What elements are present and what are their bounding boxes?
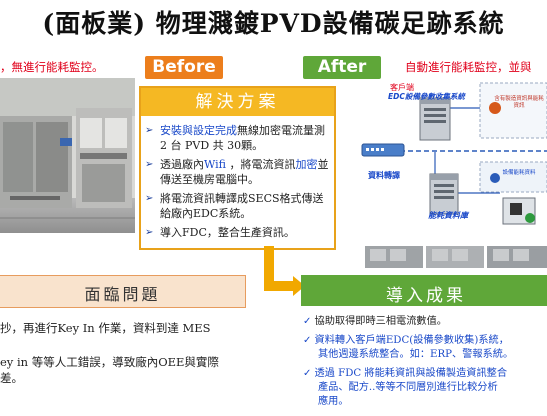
solution-heading: 解決方案 (141, 88, 334, 116)
arrow-bullet-icon: ➢ (145, 193, 154, 204)
arrow-bullet-icon: ➢ (145, 227, 154, 238)
problem-line: ey in 等等人工錯誤，導致廠內OEE與實際 (0, 355, 219, 369)
note-equipment-energy: 設備能耗資料 (502, 170, 536, 176)
result-item-text: 透過 FDC 將能耗資訊與設備製造資訊整合 (314, 368, 508, 379)
architecture-diagram (361, 82, 547, 268)
solution-text-run: 無線加密電流量測 2 台 PVD 共 30顆。 (160, 124, 325, 152)
result-item-text: 資料轉入客戶端EDC(設備參數收集)系統， (314, 335, 509, 346)
result-item-text: 協助取得即時三相電流數值。 (314, 316, 447, 327)
network-switch-icon (361, 143, 405, 157)
solution-item-text: 透過廠內Wifi ，將電流資訊加密並傳送至機房電腦中。 (141, 158, 334, 187)
solution-text-run: ，將電流資訊 (225, 158, 296, 171)
note-manufacturing-energy: 含有製造資訊與能耗資訊 (494, 96, 544, 109)
results-header-bar (301, 275, 547, 306)
equipment-photo-strip (365, 246, 547, 268)
current-sensor-icon (502, 197, 536, 225)
gear-icon (490, 173, 500, 183)
solution-item: ➢ 導入FDC，整合生產資訊。 (141, 226, 334, 241)
problems-header-bar (0, 275, 246, 308)
solution-text-run: 透過廠內 (160, 158, 204, 171)
solution-text-run: 加密 (295, 158, 318, 171)
check-icon: ✓ (303, 368, 312, 379)
database-server-icon (429, 173, 459, 215)
solution-item-text: 導入FDC，整合生產資訊。 (141, 226, 334, 241)
result-item: ✓透過 FDC 將能耗資訊與設備製造資訊整合 (303, 364, 507, 379)
result-item-continuation: 其他週邊系統整合。如：ERP、警報系統。 (318, 349, 514, 360)
solution-panel: 解決方案 ➢ 安裝與設定完成無線加密電流量測 2 台 PVD 共 30顆。 ➢ … (139, 86, 336, 250)
client-label: 客戶端 (390, 83, 414, 92)
solution-item: ➢ 安裝與設定完成無線加密電流量測 2 台 PVD 共 30顆。 (141, 124, 334, 153)
result-item-continuation: 產品、配方..等等不同層別進行比較分析 (318, 382, 498, 393)
solution-item: ➢ 將電流資訊轉譯成SECS格式傳送給廠內EDC系統。 (141, 192, 334, 221)
after-caption: 自動進行能耗監控，並與 (405, 60, 532, 74)
check-icon: ✓ (303, 335, 312, 346)
before-caption: ，無進行能耗監控。 (0, 60, 104, 74)
solution-text-run: 安裝與設定完成 (160, 124, 237, 137)
arrow-bullet-icon: ➢ (145, 159, 154, 170)
database-label: 能耗資料庫 (428, 211, 468, 220)
problem-line: 抄，再進行Key In 作業，資料到達 MES (0, 321, 211, 335)
after-label: After (303, 56, 381, 79)
slide-title: (面板業) 物理濺鍍PVD設備碳足跡系統 (42, 9, 505, 38)
problem-line: 差。 (0, 371, 23, 385)
solution-text-run: 導入FDC，整合生產資訊。 (160, 226, 295, 239)
solution-item-text: 安裝與設定完成無線加密電流量測 2 台 PVD 共 30顆。 (141, 124, 334, 153)
check-icon: ✓ (303, 316, 312, 327)
before-label: Before (145, 56, 223, 79)
result-item: ✓資料轉入客戶端EDC(設備參數收集)系統， (303, 331, 509, 346)
solution-item: ➢ 透過廠內Wifi ，將電流資訊加密並傳送至機房電腦中。 (141, 158, 334, 187)
result-item-continuation: 應用。 (318, 396, 349, 407)
edc-server-icon (419, 97, 451, 141)
gear-icon (489, 102, 501, 114)
solution-text-run: Wifi (204, 158, 226, 171)
arrow-bullet-icon: ➢ (145, 125, 154, 136)
problems-heading: 面臨問題 (84, 285, 161, 304)
connector-arrow-horizontal (264, 281, 294, 291)
connector-arrow (264, 246, 274, 289)
result-item: ✓協助取得即時三相電流數值。 (303, 312, 447, 327)
results-heading: 導入成果 (386, 286, 466, 306)
equipment-photo (0, 78, 135, 233)
solution-item-text: 將電流資訊轉譯成SECS格式傳送給廠內EDC系統。 (141, 192, 334, 221)
edc-label: EDC設備參數收集系統 (388, 92, 465, 101)
solution-text-run: 並傳送至機房電腦中。 (160, 158, 329, 186)
translate-label: 資料轉譯 (368, 171, 400, 180)
solution-text-run: 將電流資訊轉譯成SECS格式傳送給廠內EDC系統。 (160, 192, 324, 220)
